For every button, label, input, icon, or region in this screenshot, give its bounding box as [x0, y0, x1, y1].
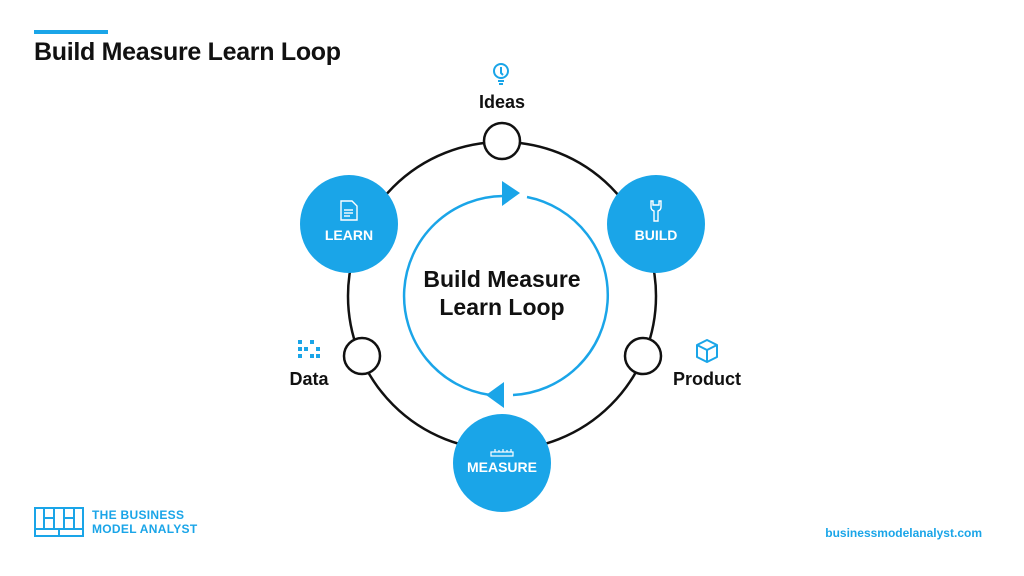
- document-icon: [340, 200, 358, 221]
- center-label-line-1: Build Measure: [423, 266, 580, 292]
- brand-line-2: MODEL ANALYST: [92, 522, 198, 536]
- stage-learn: LEARN: [300, 175, 398, 273]
- brand-logo-block: THE BUSINESS MODEL ANALYST: [34, 507, 197, 537]
- output-node-ideas: [482, 121, 522, 161]
- inner-arc-bottom: [402, 194, 504, 397]
- stage-build-label: BUILD: [635, 227, 678, 243]
- brand-line-1: THE BUSINESS: [92, 508, 185, 522]
- wrench-icon: [650, 200, 662, 222]
- output-node-product: [623, 336, 663, 376]
- box-icon: [696, 339, 718, 363]
- business-model-canvas-logo: [34, 507, 84, 537]
- output-label-product: Product: [673, 369, 741, 389]
- center-label-line-2: Learn Loop: [439, 294, 564, 320]
- arrow-head-bottom: [486, 382, 504, 408]
- stage-learn-label: LEARN: [325, 227, 373, 243]
- page-title: Build Measure Learn Loop: [34, 38, 341, 66]
- output-label-data: Data: [289, 369, 329, 389]
- output-node-data: [342, 336, 382, 376]
- ruler-icon: [490, 449, 514, 457]
- brand-name: THE BUSINESS MODEL ANALYST: [92, 508, 197, 536]
- stage-measure: MEASURE: [453, 414, 551, 512]
- inner-arc-top: [512, 195, 609, 397]
- stage-measure-label: MEASURE: [467, 459, 537, 475]
- site-url: businessmodelanalyst.com: [825, 526, 982, 540]
- title-accent-bar: [34, 30, 108, 34]
- lightbulb-icon: [493, 63, 509, 85]
- output-label-ideas: Ideas: [479, 92, 525, 112]
- stage-build: BUILD: [607, 175, 705, 273]
- arrow-head-top: [502, 181, 520, 206]
- data-grid-icon: [298, 340, 320, 358]
